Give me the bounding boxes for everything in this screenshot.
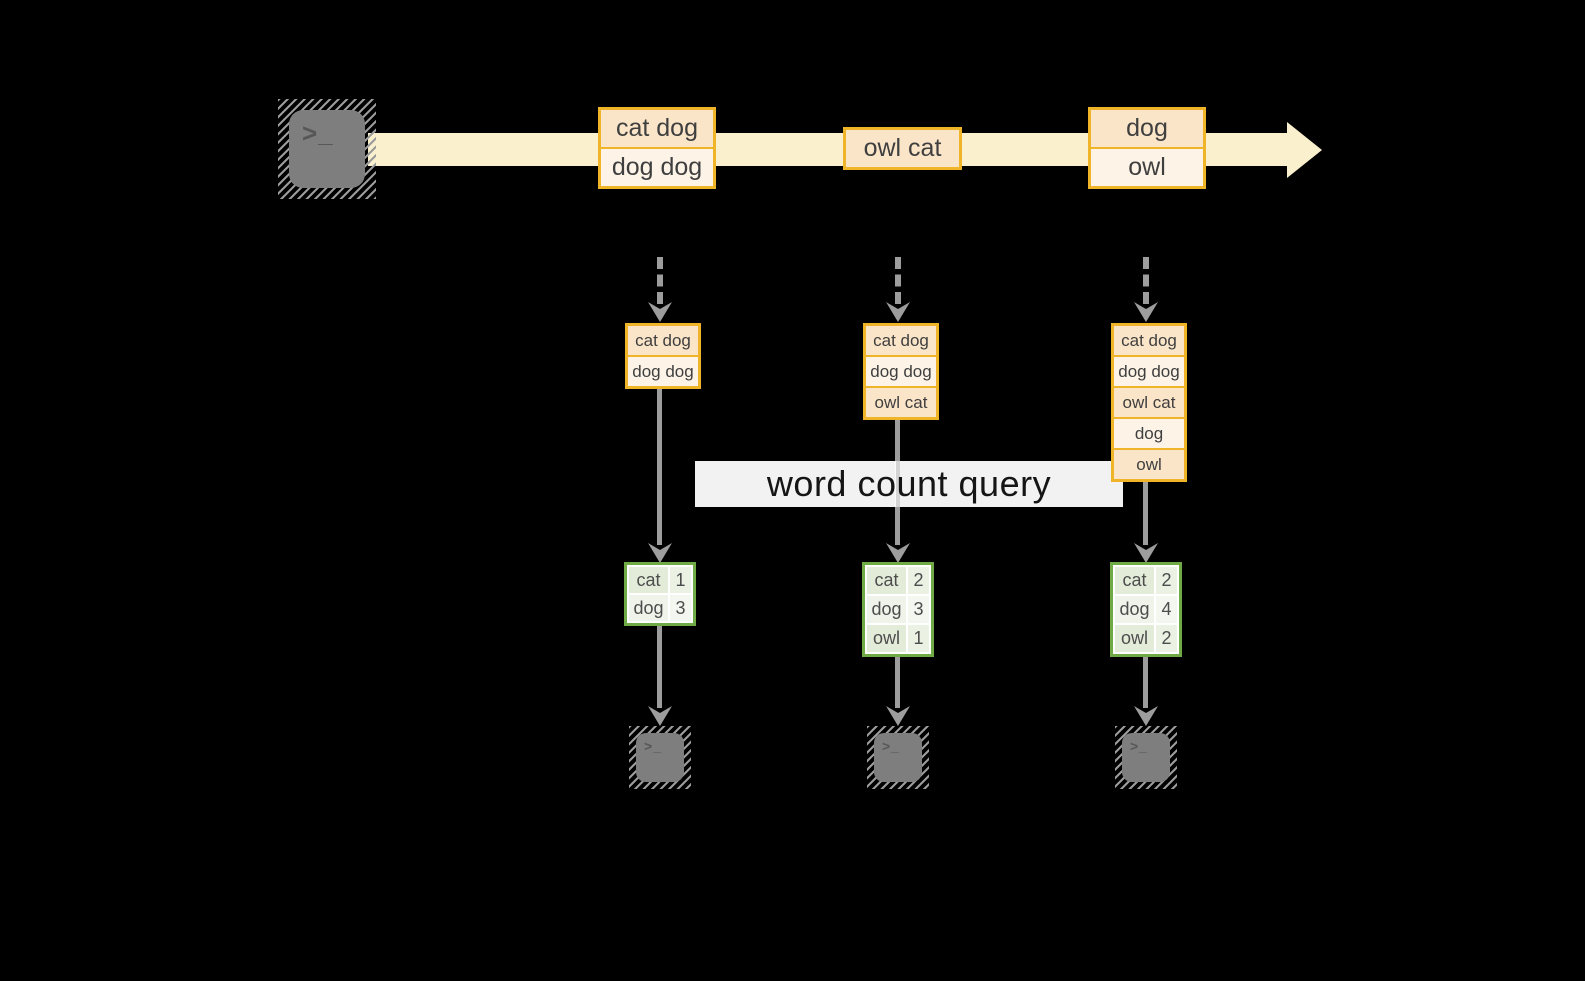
word-cell: dog — [867, 596, 906, 623]
word-cell: owl — [1115, 625, 1154, 652]
ingest-arrow-line — [1143, 257, 1149, 304]
sink-terminal-icon: >_ — [1115, 726, 1177, 789]
word-cell: dog — [1115, 596, 1154, 623]
query-arrow-line — [657, 385, 662, 545]
state-row: cat dog — [866, 326, 936, 355]
word-cell: owl — [867, 625, 906, 652]
arrowhead-down-icon — [886, 706, 910, 726]
count-cell: 3 — [908, 596, 929, 623]
state-row: owl — [1114, 448, 1184, 479]
arrowhead-down-icon — [1134, 302, 1158, 322]
state-box-3: cat dog dog dog owl cat dog owl — [1111, 323, 1187, 482]
output-arrow-line — [1143, 655, 1148, 708]
state-row: owl cat — [866, 386, 936, 417]
sink-terminal-icon: >_ — [867, 726, 929, 789]
state-row: dog — [1114, 417, 1184, 448]
count-cell: 1 — [670, 567, 691, 593]
batch-row: owl — [1091, 147, 1203, 186]
ingest-arrow-line — [895, 257, 901, 304]
stream-batch-1: cat dog dog dog — [598, 107, 716, 189]
word-count-table-3: cat 2 dog 4 owl 2 — [1110, 562, 1182, 657]
state-box-1: cat dog dog dog — [625, 323, 701, 389]
count-cell: 1 — [908, 625, 929, 652]
query-label: word count query — [766, 463, 1052, 504]
state-row: dog dog — [866, 355, 936, 386]
sink-terminal-icon: >_ — [629, 726, 691, 789]
state-row: dog dog — [1114, 355, 1184, 386]
count-cell: 4 — [1156, 596, 1177, 623]
terminal-prompt-icon: >_ — [882, 738, 900, 754]
state-box-2: cat dog dog dog owl cat — [863, 323, 939, 420]
stream-batch-2: owl cat — [843, 127, 962, 170]
count-cell: 2 — [1156, 567, 1177, 594]
word-count-table-1: cat 1 dog 3 — [624, 562, 696, 626]
batch-row: dog dog — [601, 147, 713, 186]
arrowhead-down-icon — [648, 543, 672, 563]
ingest-arrow-line — [657, 257, 663, 304]
count-cell: 2 — [1156, 625, 1177, 652]
query-arrow-line — [1143, 478, 1148, 545]
word-cell: cat — [867, 567, 906, 594]
count-cell: 3 — [670, 595, 691, 621]
terminal-icon-body: >_ — [874, 733, 922, 782]
arrowhead-down-icon — [886, 302, 910, 322]
count-cell: 2 — [908, 567, 929, 594]
word-cell: cat — [1115, 567, 1154, 594]
state-row: cat dog — [628, 326, 698, 355]
arrowhead-down-icon — [648, 706, 672, 726]
query-label-banner: word count query — [695, 461, 1123, 507]
batch-row: dog — [1091, 110, 1203, 147]
stream-arrowhead-icon — [1287, 122, 1322, 178]
arrow-through-banner — [896, 461, 900, 507]
stream-batch-3: dog owl — [1088, 107, 1206, 189]
word-cell: cat — [629, 567, 668, 593]
arrowhead-down-icon — [1134, 706, 1158, 726]
terminal-prompt-icon: >_ — [1130, 738, 1148, 754]
batch-row: owl cat — [846, 130, 959, 167]
state-row: owl cat — [1114, 386, 1184, 417]
arrowhead-down-icon — [1134, 543, 1158, 563]
arrowhead-down-icon — [648, 302, 672, 322]
source-terminal-icon: >_ — [278, 99, 376, 199]
word-count-table-2: cat 2 dog 3 owl 1 — [862, 562, 934, 657]
terminal-icon-body: >_ — [1122, 733, 1170, 782]
state-row: dog dog — [628, 355, 698, 386]
terminal-icon-body: >_ — [636, 733, 684, 782]
word-cell: dog — [629, 595, 668, 621]
terminal-icon-body: >_ — [289, 110, 365, 188]
state-row: cat dog — [1114, 326, 1184, 355]
terminal-prompt-icon: >_ — [302, 118, 334, 148]
output-arrow-line — [895, 655, 900, 708]
batch-row: cat dog — [601, 110, 713, 147]
arrowhead-down-icon — [886, 543, 910, 563]
terminal-prompt-icon: >_ — [644, 738, 662, 754]
output-arrow-line — [657, 624, 662, 708]
